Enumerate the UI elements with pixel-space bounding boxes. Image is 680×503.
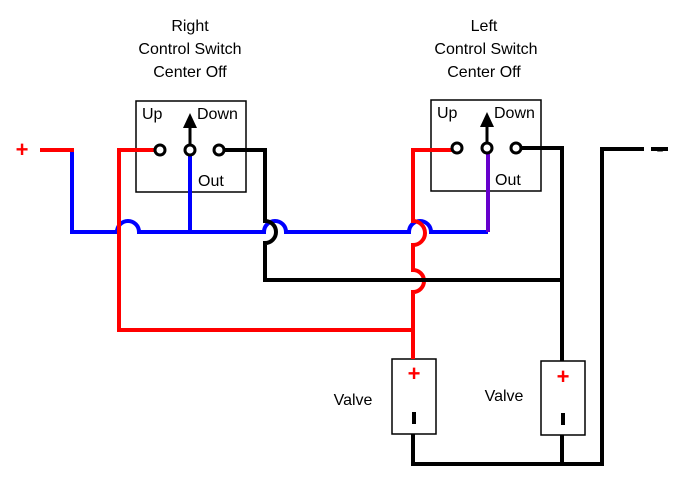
left-switch-center-terminal [480, 141, 494, 155]
valve-right-label: Valve [485, 388, 524, 405]
left-switch-out-label: Out [495, 172, 521, 189]
left-switch-down-label: Down [494, 105, 535, 122]
left-switch-lever-arrow-icon [480, 112, 494, 142]
supply-negative-symbol: - [656, 136, 663, 161]
right-switch-out-label: Out [198, 173, 224, 190]
right-switch-title-line2: Control Switch [138, 41, 241, 58]
right-switch-down-terminal [212, 143, 226, 157]
right-switch-up-terminal [153, 143, 167, 157]
valve-left-negative-mark-icon [412, 412, 416, 424]
left-switch-up-terminal [450, 141, 464, 155]
positive-loop-wire [117, 148, 413, 332]
valve-right-positive-symbol: + [557, 364, 570, 389]
left-switch-up-label: Up [437, 105, 458, 122]
left-switch-title: Left Control Switch Center Off [434, 18, 537, 81]
right-switch-title-line3: Center Off [153, 64, 227, 81]
valve-left-positive-symbol: + [408, 361, 421, 386]
valve-right-negative-mark-icon [561, 413, 565, 425]
right-switch-center-terminal [183, 143, 197, 157]
right-switch-down-wire [224, 148, 423, 282]
right-switch-up-label: Up [142, 106, 163, 123]
right-switch-down-label: Down [197, 106, 238, 123]
right-switch-title: Right Control Switch Center Off [138, 18, 241, 81]
common-wire [70, 150, 488, 234]
positive-riser-wire [411, 148, 452, 359]
valve-left-label: Valve [334, 392, 373, 409]
right-switch-lever-arrow-icon [183, 113, 197, 144]
supply-positive-symbol: + [16, 137, 29, 162]
valve-return-wire [411, 147, 644, 466]
left-switch-down-terminal [509, 141, 523, 155]
left-switch-title-line1: Left [471, 18, 498, 35]
left-switch-title-line3: Center Off [447, 64, 521, 81]
left-switch-down-wire [520, 146, 564, 361]
right-switch-title-line1: Right [171, 18, 209, 35]
left-switch-title-line2: Control Switch [434, 41, 537, 58]
